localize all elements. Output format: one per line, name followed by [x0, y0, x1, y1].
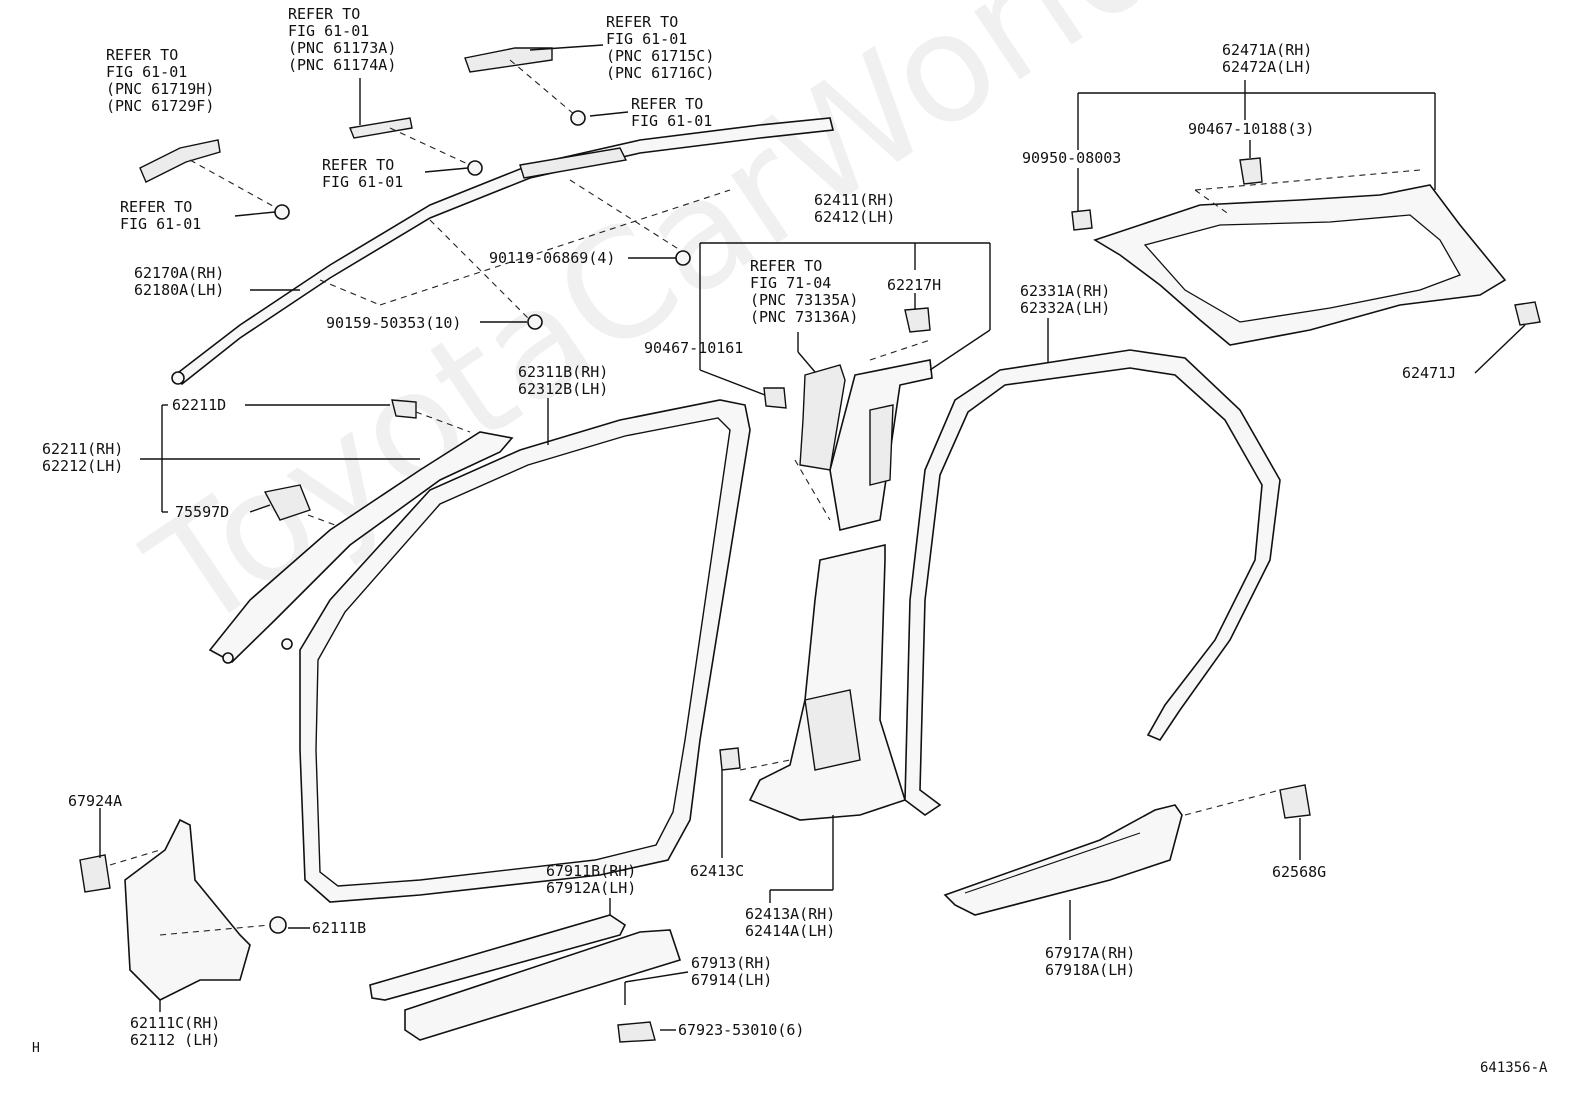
part-label-62111c: 62111C(RH)62112 (LH) [130, 1014, 221, 1049]
part-label-62471a: 62471A(RH)62472A(LH) [1222, 41, 1313, 76]
curtain-airbag-part [171, 117, 834, 386]
part-label-75597d: 75597D [175, 503, 230, 521]
rear-roof-garnish [1071, 157, 1541, 346]
part-label-90159-50353: 90159-50353(10) [326, 314, 462, 332]
part-label-62471j: 62471J [1402, 364, 1457, 382]
figure-id: 641356-A [1480, 1060, 1548, 1076]
part-label-67911b: 67911B(RH)67912A(LH) [546, 862, 637, 897]
part-label-62217h: 62217H [887, 276, 942, 294]
corner-mark: H [32, 1041, 40, 1056]
center-pillar-lower [719, 543, 906, 821]
part-label-67923-53010: 67923-53010(6) [678, 1021, 805, 1039]
kick-panel [79, 818, 287, 1001]
front-door-weatherstrip [299, 399, 751, 903]
rear-door-weatherstrip [904, 349, 1281, 816]
front-scuff-plates [369, 914, 682, 1043]
part-label-90467-10188: 90467-10188(3) [1188, 120, 1315, 138]
part-label-62111b: 62111B [312, 919, 367, 937]
part-label-67924a: 67924A [68, 792, 123, 810]
a-pillar-garnish [208, 399, 514, 664]
part-label-62568g: 62568G [1272, 863, 1327, 881]
leader-lines [99, 44, 1526, 1031]
part-label-62413c: 62413C [690, 862, 745, 880]
part-label-62211d: 62211D [172, 396, 227, 414]
part-label-62413a: 62413A(RH)62414A(LH) [745, 905, 836, 940]
center-pillar-upper [763, 307, 933, 531]
part-label-62331a: 62331A(RH)62332A(LH) [1020, 282, 1111, 317]
part-label-90467-10161: 90467-10161 [644, 339, 744, 357]
part-label-62411: 62411(RH)62412(LH) [814, 191, 896, 226]
rear-scuff-plate [943, 784, 1311, 916]
part-label-62211: 62211(RH)62212(LH) [42, 440, 124, 475]
part-label-90119-06869: 90119-06869(4) [489, 249, 616, 267]
part-label-67913: 67913(RH)67914(LH) [691, 954, 773, 989]
part-label-62170a: 62170A(RH)62180A(LH) [134, 264, 225, 299]
part-label-62311b: 62311B(RH)62312B(LH) [518, 363, 609, 398]
part-label-67917a: 67917A(RH)67918A(LH) [1045, 944, 1136, 979]
bracket-parts [139, 47, 691, 330]
part-label-90950-08003: 90950-08003 [1022, 149, 1122, 167]
